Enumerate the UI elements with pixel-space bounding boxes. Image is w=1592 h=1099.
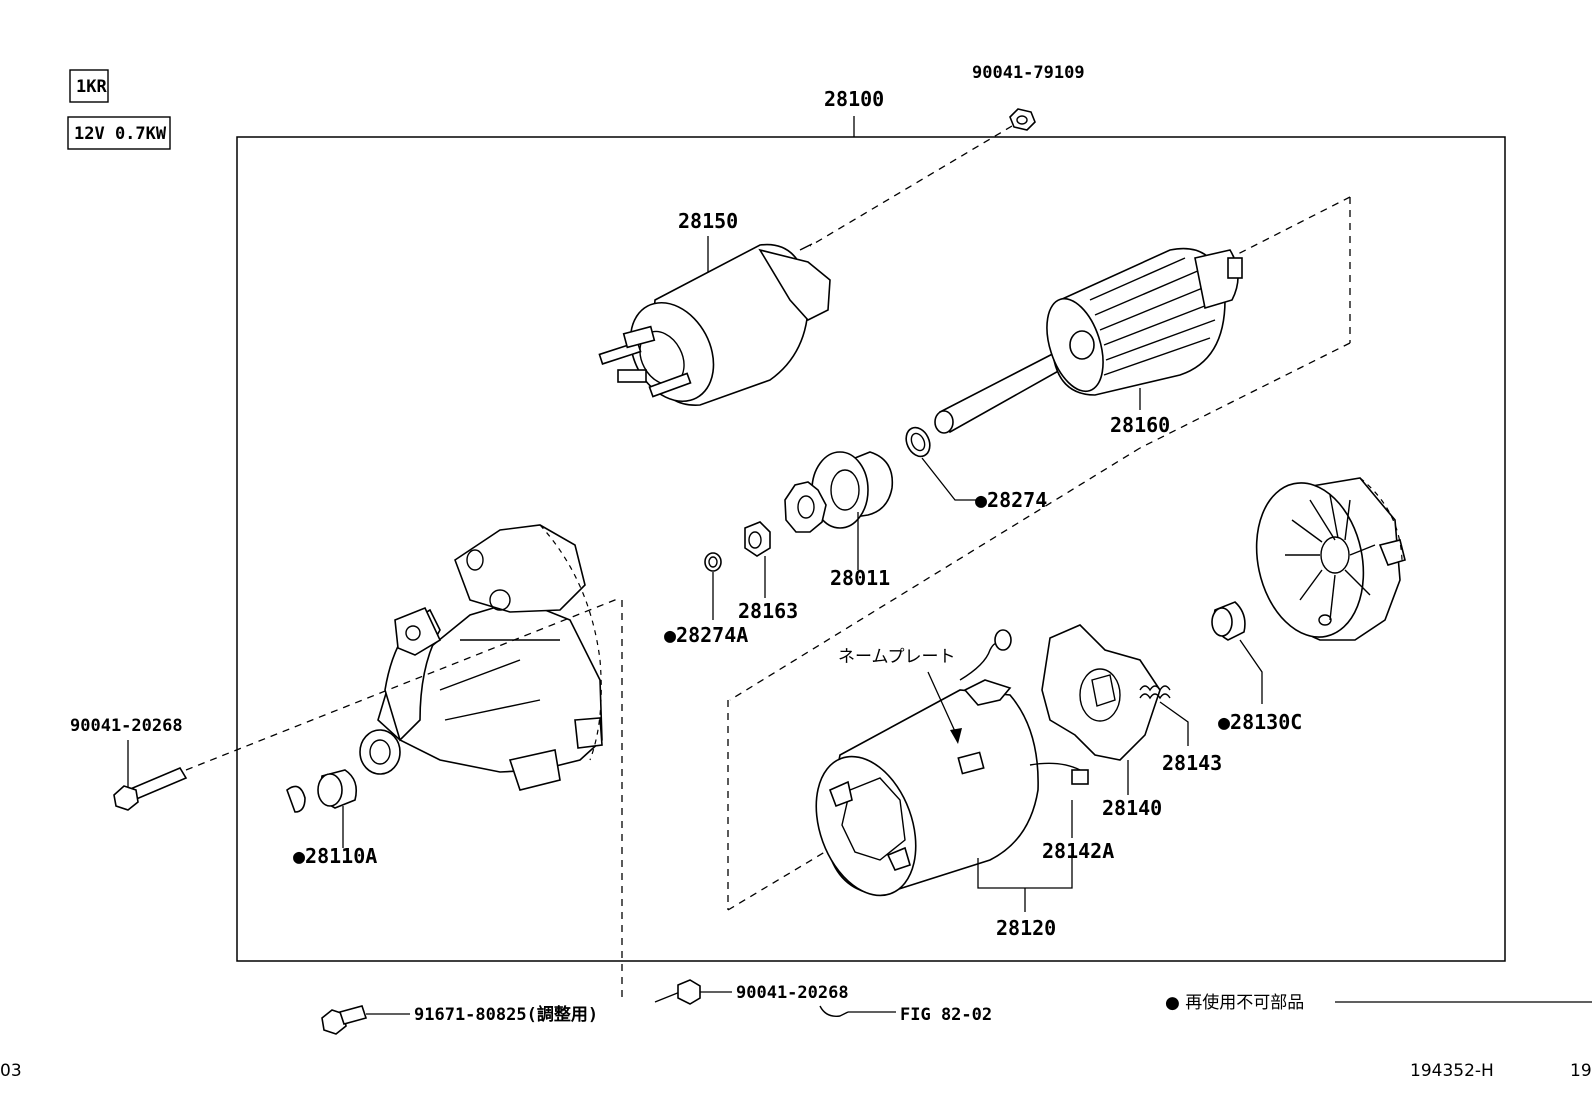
brush-holder: 28140 [1041, 624, 1162, 820]
spec-box-engine: 1KR [69, 69, 109, 103]
collar-label: 28163 [738, 599, 798, 623]
snap-ring: ●28274 [905, 426, 1047, 512]
nut-top-label: 90041-79109 [972, 63, 1085, 83]
brush: 28142A [1042, 800, 1114, 863]
snap-ring-label: ●28274 [975, 488, 1047, 512]
assembly-frame: 28100 [236, 87, 1506, 962]
clutch: 28011 [784, 451, 894, 590]
bolt-adjust-label: 91671-80825(調整用) [414, 1004, 598, 1025]
bolt-adjust: 91671-80825(調整用) [321, 1004, 598, 1035]
legend-note-label: ● 再使用不可部品 [1165, 992, 1304, 1013]
spec-engine-label: 1KR [76, 77, 107, 97]
bushing: ●28110A [286, 769, 377, 868]
spec-box-rating: 12V 0.7KW [67, 116, 171, 150]
footer-code: 194352-H [1410, 1061, 1494, 1081]
collar: 28163 [738, 521, 798, 623]
ring-a: ●28274A [664, 552, 748, 647]
yoke: 28120 [727, 629, 1089, 940]
brush-label: 28142A [1042, 839, 1114, 863]
solenoid: 28150 [598, 209, 831, 406]
assembly-label: 28100 [824, 87, 884, 111]
drive-housing [359, 524, 603, 791]
name-plate-callout: ネームプレート [838, 647, 962, 744]
spring: 28143 [1139, 685, 1222, 775]
solenoid-label: 28150 [678, 209, 738, 233]
bolt-left-label: 90041-20268 [70, 716, 183, 736]
bushing-c-label: ●28130C [1218, 710, 1302, 734]
nut-top: 90041-79109 [809, 63, 1085, 247]
footer-right: 19 [1570, 1061, 1592, 1081]
bushing-c: ●28130C [1211, 601, 1302, 734]
clutch-label: 28011 [830, 566, 890, 590]
armature: 28160 [729, 196, 1351, 701]
fig-reference-label: FIG 82-02 [900, 1005, 992, 1025]
brush-holder-label: 28140 [1102, 796, 1162, 820]
bolt-bottom: 90041-20268 [654, 979, 849, 1005]
bolt-bottom-label: 90041-20268 [736, 983, 849, 1003]
bolt-left: 90041-20268 [70, 597, 621, 811]
footer-left: 03 [0, 1061, 22, 1081]
armature-label: 28160 [1110, 413, 1170, 437]
fig-reference: FIG 82-02 [819, 1005, 992, 1025]
legend-note: ● 再使用不可部品 [1165, 992, 1592, 1013]
name-plate-label: ネームプレート [838, 647, 955, 667]
bushing-label: ●28110A [293, 844, 377, 868]
yoke-label: 28120 [996, 916, 1056, 940]
end-frame [1255, 477, 1406, 641]
spring-label: 28143 [1162, 751, 1222, 775]
spec-rating-label: 12V 0.7KW [74, 124, 167, 144]
ring-a-label: ●28274A [664, 623, 748, 647]
